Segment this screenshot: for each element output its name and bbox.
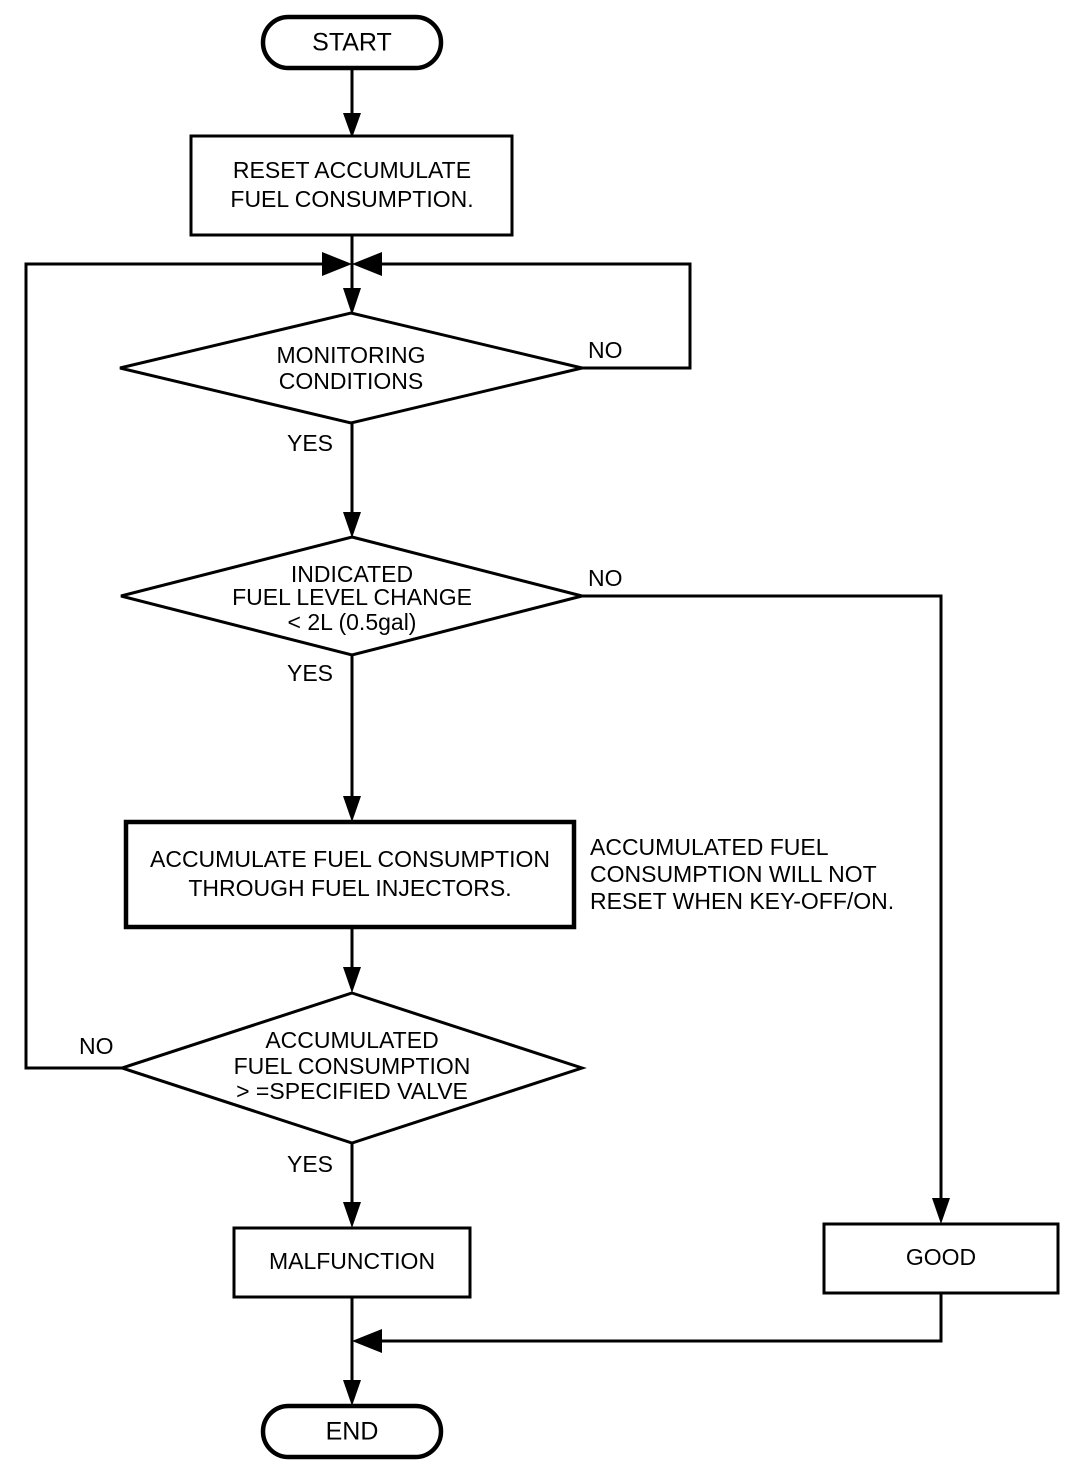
node-malfunction-box: MALFUNCTION xyxy=(232,1226,472,1299)
node-accumulated-consumption-decision: ACCUMULATED FUEL CONSUMPTION > =SPECIFIE… xyxy=(117,991,587,1145)
monitoring-decision-no-label: NO xyxy=(588,337,623,363)
node-good-box: GOOD xyxy=(822,1222,1060,1295)
malfunction-label: MALFUNCTION xyxy=(269,1248,435,1274)
monitoring-decision-line1: MONITORING xyxy=(276,342,425,368)
end-label: END xyxy=(326,1418,379,1446)
note-line3: RESET WHEN KEY-OFF/ON. xyxy=(590,888,894,914)
connector-fuel-level-yes-to-accumulate xyxy=(343,655,361,822)
connector-accumulated-yes-to-malfunction xyxy=(343,1143,361,1228)
node-start: START xyxy=(260,14,444,71)
connector-accumulate-to-accumulated-decision xyxy=(343,927,361,993)
fuel-level-decision-line3: < 2L (0.5gal) xyxy=(288,609,417,635)
connector-reset-to-junction xyxy=(343,235,361,315)
good-label: GOOD xyxy=(906,1244,976,1270)
note-line2: CONSUMPTION WILL NOT xyxy=(590,861,877,887)
fuel-level-decision-yes-label: YES xyxy=(287,660,333,686)
monitoring-decision-yes-label: YES xyxy=(287,430,333,456)
start-label: START xyxy=(312,29,392,57)
node-reset-accumulate-box: RESET ACCUMULATE FUEL CONSUMPTION. xyxy=(189,134,514,237)
connector-start-to-reset xyxy=(343,68,361,138)
accumulated-decision-yes-label: YES xyxy=(287,1151,333,1177)
connector-no-loop-left-rail xyxy=(24,252,352,1070)
accumulate-box-line1: ACCUMULATE FUEL CONSUMPTION xyxy=(150,846,550,872)
note-line1: ACCUMULATED FUEL xyxy=(590,834,829,860)
reset-box-line1: RESET ACCUMULATE xyxy=(233,157,471,183)
node-accumulate-fuel-consumption-box: ACCUMULATE FUEL CONSUMPTION THROUGH FUEL… xyxy=(123,819,577,930)
fuel-level-decision-line2: FUEL LEVEL CHANGE xyxy=(232,584,472,610)
accumulated-decision-line1: ACCUMULATED xyxy=(265,1027,438,1053)
node-end: END xyxy=(260,1403,444,1460)
connector-monitoring-no-loop xyxy=(352,252,692,370)
accumulated-decision-line2: FUEL CONSUMPTION xyxy=(234,1053,471,1079)
accumulate-box-line2: THROUGH FUEL INJECTORS. xyxy=(188,875,511,901)
accumulated-decision-line3: > =SPECIFIED VALVE xyxy=(236,1078,468,1104)
connector-malfunction-to-end xyxy=(343,1297,361,1406)
node-monitoring-conditions-decision: MONITORING CONDITIONS xyxy=(119,311,583,425)
connector-monitoring-yes-to-fuel-level xyxy=(343,423,361,538)
note-accumulated-fuel-consumption: ACCUMULATED FUEL CONSUMPTION WILL NOT RE… xyxy=(590,834,894,914)
fuel-level-decision-no-label: NO xyxy=(588,565,623,591)
monitoring-decision-line2: CONDITIONS xyxy=(279,368,423,394)
connector-fuel-level-no-to-good xyxy=(582,594,950,1224)
accumulated-decision-no-label: NO xyxy=(79,1033,114,1059)
connector-good-to-end-trunk xyxy=(352,1293,943,1353)
fuel-level-decision-line1: INDICATED xyxy=(291,561,413,587)
reset-box-line2: FUEL CONSUMPTION. xyxy=(230,186,473,212)
node-fuel-level-change-decision: INDICATED FUEL LEVEL CHANGE < 2L (0.5gal… xyxy=(120,535,583,657)
